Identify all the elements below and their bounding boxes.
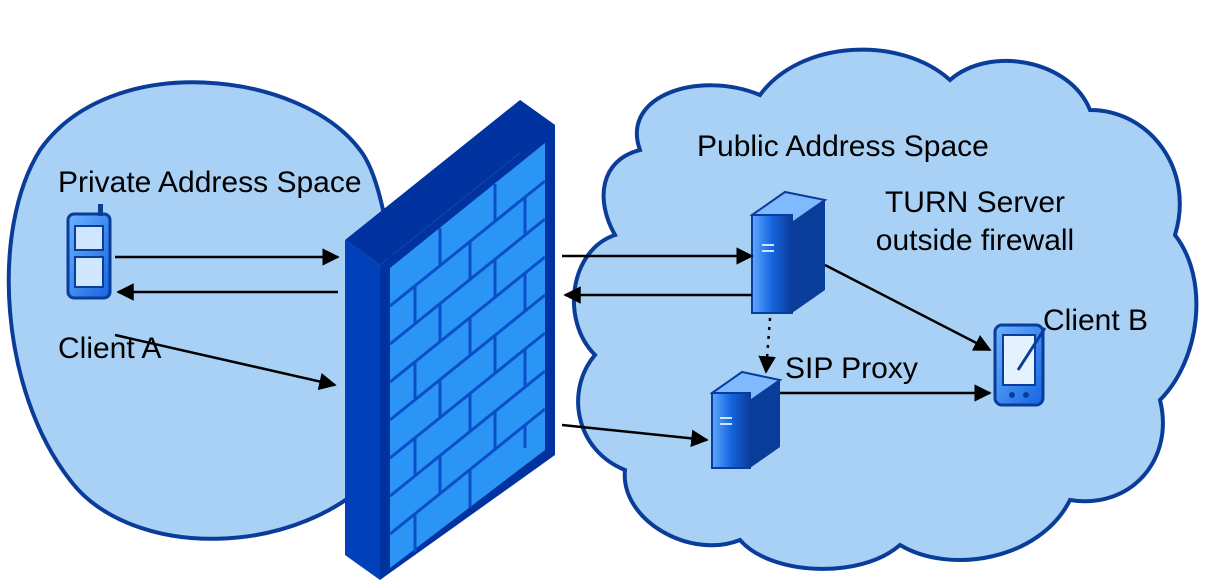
client-b-label: Client B	[1043, 304, 1149, 337]
sip-proxy-server-icon	[709, 370, 783, 469]
sip-proxy-label: SIP Proxy	[785, 352, 918, 385]
firewall	[345, 100, 555, 580]
client-b-pda-icon	[993, 323, 1047, 407]
public-address-space-label: Public Address Space	[697, 130, 989, 163]
client-a-label: Client A	[58, 332, 162, 365]
client-a-phone-icon	[66, 204, 112, 300]
private-address-space-label: Private Address Space	[58, 166, 362, 199]
turn-server-icon	[749, 190, 828, 314]
firewall-brick-mortar	[389, 179, 546, 552]
arrow-client-a-to-firewall-lower	[114, 333, 337, 391]
arrow-turn-server-to-sip-proxy-dotted	[758, 317, 776, 374]
arrow-turn-server-to-client-b	[824, 263, 992, 352]
connection-arrows	[114, 247, 992, 448]
private-address-space-region	[6, 80, 400, 541]
arrow-firewall-to-sip-proxy	[561, 423, 709, 448]
turn-server-label: TURN Server outside firewall	[875, 186, 1075, 257]
